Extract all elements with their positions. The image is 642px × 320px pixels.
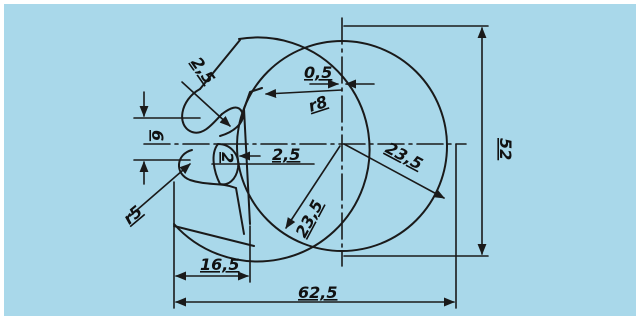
dim-6-label: 6 <box>148 130 167 141</box>
dim-6: 6 <box>133 91 201 185</box>
dim-16-5: 16,5 <box>174 225 251 283</box>
dim-r8: r8 <box>264 88 343 116</box>
dim-2-5-mid: 2,5 <box>237 145 315 165</box>
drawing-frame: 52 62,5 16,5 23,5 23,5 0,5 <box>2 2 638 318</box>
dim-2-5-top: 2,5 <box>181 53 231 127</box>
dim-52-label: 52 <box>496 138 515 160</box>
dim-23-5: 23,5 <box>343 138 445 199</box>
dim-52: 52 <box>343 25 515 257</box>
dim-0-5: 0,5 <box>304 63 375 89</box>
hook-loops <box>178 87 263 235</box>
dim-16-5-label: 16,5 <box>200 255 239 274</box>
dim-2-5-mid-label: 2,5 <box>272 145 300 164</box>
dim-62-5: 62,5 <box>173 143 457 309</box>
center-lines <box>143 17 467 267</box>
dim-0-5-label: 0,5 <box>304 63 332 82</box>
dim-2-left-label: 2 <box>218 152 237 163</box>
dim-r5: r5 <box>119 163 191 228</box>
dim-23-5-inner-label: 23,5 <box>292 197 327 241</box>
dim-r8-label: r8 <box>306 92 330 116</box>
technical-drawing: 52 62,5 16,5 23,5 23,5 0,5 <box>119 17 515 309</box>
dim-62-5-label: 62,5 <box>298 283 337 302</box>
dim-2-5-top-label: 2,5 <box>187 53 219 87</box>
dim-2-left: 2 <box>211 152 241 165</box>
